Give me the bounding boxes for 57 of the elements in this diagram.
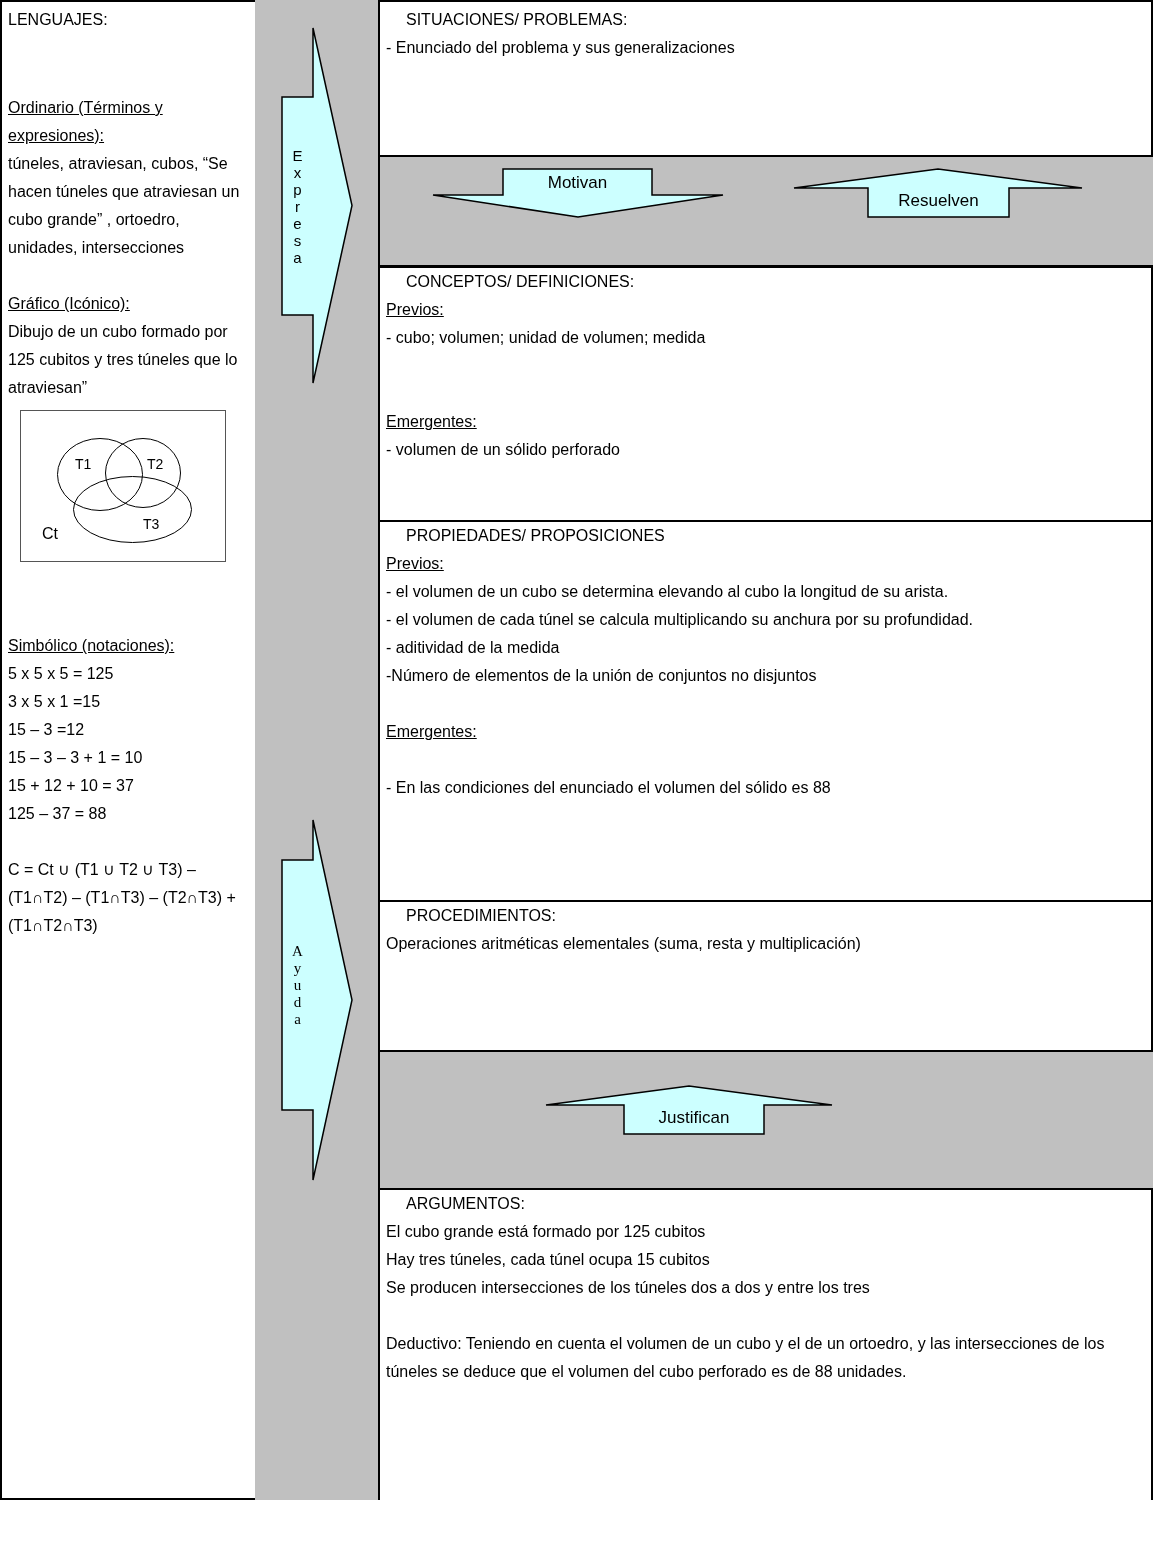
- subheading: Emergentes:: [386, 412, 478, 432]
- section-heading: PROPIEDADES/ PROPOSICIONES: [405, 526, 666, 546]
- section-heading: ARGUMENTOS:: [405, 1194, 526, 1214]
- body-text: Deductivo: Teniendo en cuenta el volumen de un cubo y el de un ortoedro, y las intersecciones de los túneles se deduce que el volumen del cubo perforado es de 88 unidades.: [386, 1334, 1106, 1382]
- body-text: - el volumen de cada túnel se calcula multiplicando su anchura por su profundidad.: [386, 610, 975, 630]
- set-ellipse: [57, 438, 143, 511]
- separator-band: [378, 1050, 1153, 1190]
- text-cell: [378, 520, 1153, 900]
- body-text: - cubo; volumen; unidad de volumen; medida: [386, 328, 707, 348]
- subheading: Ordinario (Términos y expresiones):: [8, 98, 164, 146]
- subheading: Gráfico (Icónico):: [8, 294, 131, 314]
- body-text: C = Ct ∪ (T1 ∪ T2 ∪ T3) – (T1∩T2) – (T1∩T3) – (T2∩T3) + (T1∩T2∩T3): [8, 860, 237, 936]
- body-text: - En las condiciones del enunciado el volumen del sólido es 88: [386, 778, 832, 798]
- set-label: T3: [143, 516, 160, 532]
- body-text: Operaciones aritméticas elementales (suma, resta y multiplicación): [386, 934, 862, 954]
- set-label: T2: [147, 456, 164, 472]
- body-text: - Enunciado del problema y sus generalizaciones: [386, 38, 736, 58]
- section-heading: LENGUAJES:: [8, 10, 109, 30]
- block-arrow: [281, 819, 353, 1181]
- set-ellipse: [105, 438, 181, 508]
- subheading: Previos:: [386, 554, 445, 574]
- body-text: - el volumen de un cubo se determina elevando al cubo la longitud de su arista.: [386, 582, 950, 602]
- venn-diagram-frame: [20, 410, 226, 562]
- set-label: Ct: [42, 525, 58, 543]
- text-cell: [378, 1190, 1153, 1500]
- set-label: T1: [75, 456, 92, 472]
- block-arrow: [432, 168, 724, 218]
- subheading: Emergentes:: [386, 722, 478, 742]
- text-cell: [378, 268, 1153, 520]
- body-text: - aditividad de la medida: [386, 638, 561, 658]
- body-text: El cubo grande está formado por 125 cubitos: [386, 1222, 707, 1242]
- body-text: 3 x 5 x 1 =15: [8, 692, 102, 712]
- body-text: Dibujo de un cubo formado por 125 cubitos y tres túneles que lo atraviesan”: [8, 322, 239, 398]
- subheading: Simbólico (notaciones):: [8, 636, 176, 656]
- body-text: 15 + 12 + 10 = 37: [8, 776, 135, 796]
- subheading: Previos:: [386, 300, 445, 320]
- body-text: -Número de elementos de la unión de conjuntos no disjuntos: [386, 666, 818, 686]
- body-text: túneles, atraviesan, cubos, “Se hacen túneles que atraviesan un cubo grande” , ortoedro, unidades, intersecciones: [8, 154, 241, 258]
- section-heading: SITUACIONES/ PROBLEMAS:: [405, 10, 629, 30]
- edge-label: Resuelven: [897, 191, 980, 211]
- edge-label: Motivan: [546, 173, 609, 193]
- body-text: 5 x 5 x 5 = 125: [8, 664, 115, 684]
- edge-label: Justifican: [657, 1108, 731, 1128]
- edge-label: Ayuda: [291, 942, 304, 1028]
- body-text: 15 – 3 – 3 + 1 = 10: [8, 748, 144, 768]
- body-text: Hay tres túneles, cada túnel ocupa 15 cubitos: [386, 1250, 711, 1270]
- block-arrow: [545, 1085, 833, 1135]
- block-arrow: [793, 168, 1083, 218]
- edge-label: Expresa: [291, 146, 304, 266]
- set-ellipse: [73, 476, 192, 543]
- section-heading: PROCEDIMIENTOS:: [405, 906, 557, 926]
- body-text: - volumen de un sólido perforado: [386, 440, 621, 460]
- section-heading: CONCEPTOS/ DEFINICIONES:: [405, 272, 636, 292]
- body-text: Se producen intersecciones de los túneles dos a dos y entre los tres: [386, 1278, 871, 1298]
- body-text: 15 – 3 =12: [8, 720, 86, 740]
- body-text: 125 – 37 = 88: [8, 804, 108, 824]
- block-arrow: [281, 27, 353, 384]
